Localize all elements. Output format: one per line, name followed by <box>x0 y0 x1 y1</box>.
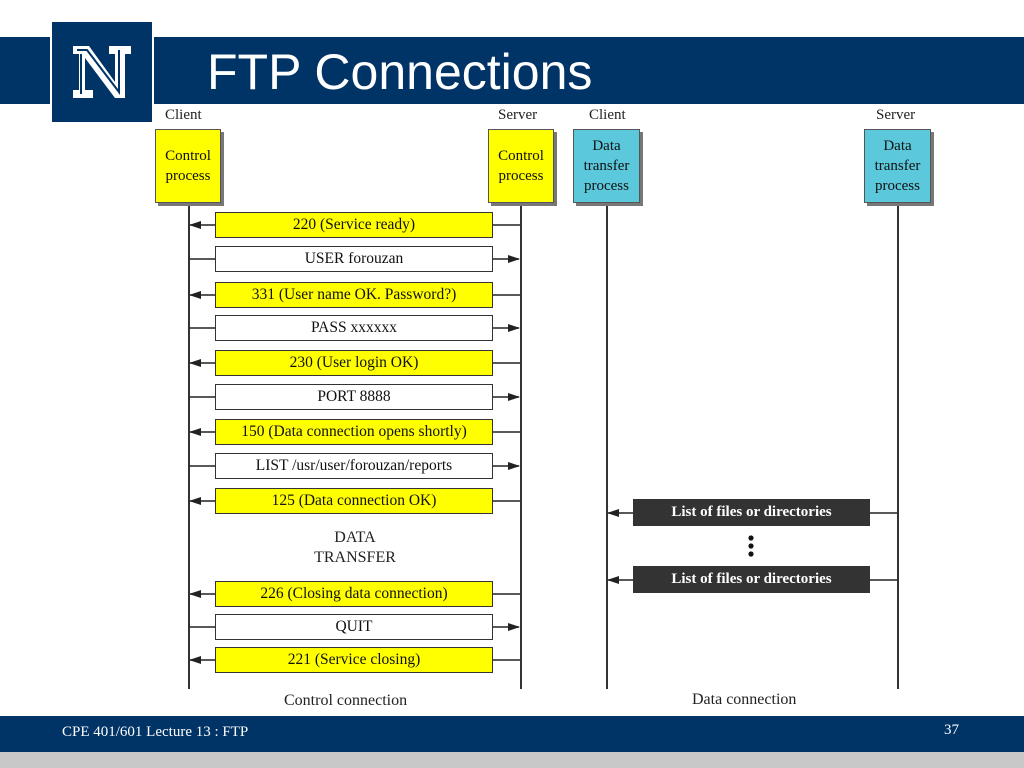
message-125: 125 (Data connection OK) <box>215 488 493 514</box>
footer-strip <box>0 752 1024 768</box>
title-bar <box>0 37 1024 104</box>
client-control-header: Client <box>165 107 202 123</box>
message-user: USER forouzan <box>215 246 493 272</box>
data-message-list-1: List of files or directories <box>633 499 870 526</box>
client-data-lifeline <box>606 203 608 689</box>
data-connection-label: Data connection <box>692 691 797 708</box>
footer-course-label: CPE 401/601 Lecture 13 : FTP <box>62 724 249 740</box>
client-control-lifeline <box>188 203 190 689</box>
slide-title: FTP Connections <box>207 44 593 100</box>
university-logo <box>50 20 154 124</box>
server-control-header: Server <box>498 107 538 123</box>
footer-bar <box>0 716 1024 752</box>
server-data-header: Server <box>876 107 916 123</box>
message-list: LIST /usr/user/forouzan/reports <box>215 453 493 479</box>
message-226: 226 (Closing data connection) <box>215 581 493 607</box>
message-220: 220 (Service ready) <box>215 212 493 238</box>
message-221: 221 (Service closing) <box>215 647 493 673</box>
n-logo-icon <box>73 46 131 98</box>
client-data-header: Client <box>589 107 626 123</box>
message-port: PORT 8888 <box>215 384 493 410</box>
message-150: 150 (Data connection opens shortly) <box>215 419 493 445</box>
page-number: 37 <box>944 722 959 738</box>
server-data-lifeline <box>897 203 899 689</box>
data-message-list-2: List of files or directories <box>633 566 870 593</box>
message-331: 331 (User name OK. Password?) <box>215 282 493 308</box>
server-control-lifeline <box>520 203 522 689</box>
message-230: 230 (User login OK) <box>215 350 493 376</box>
message-pass: PASS xxxxxx <box>215 315 493 341</box>
control-connection-label: Control connection <box>284 692 408 709</box>
message-quit: QUIT <box>215 614 493 640</box>
ellipsis-icon <box>748 535 754 557</box>
